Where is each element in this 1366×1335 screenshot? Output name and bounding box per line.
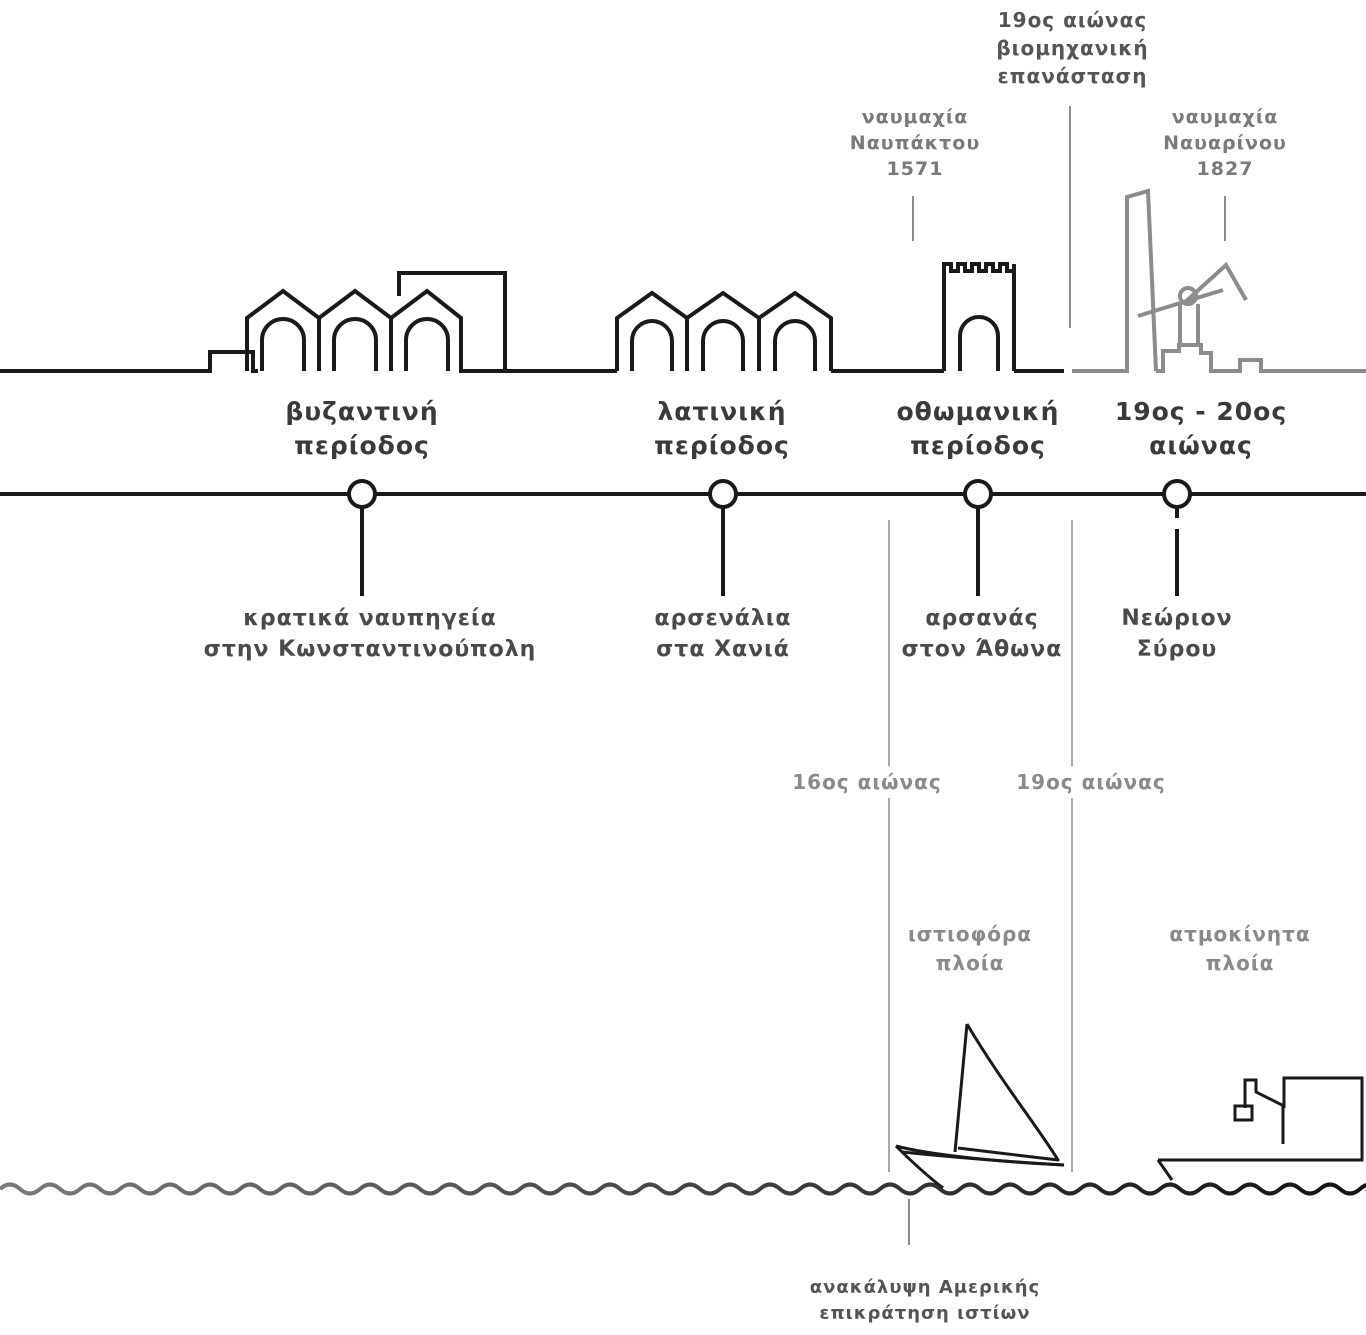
century-16-label: 16ος αιώνας	[792, 770, 942, 794]
timeline-node-ottoman	[963, 479, 993, 509]
period-label-latin: λατινική περίοδος	[612, 395, 832, 463]
place-athos-line-2: στον Άθωνα	[901, 637, 1063, 662]
naupaktos-battle-label: ναυμαχία Ναυπάκτου 1571	[840, 104, 990, 182]
naupaktos-line-1: ναυμαχία	[861, 106, 969, 128]
period-label-19th-20th: 19ος - 20ος αιώνας	[1096, 395, 1306, 463]
steam-line-1: ατμοκίνητα	[1169, 922, 1311, 946]
place-label-athos: αρσανάς στον Άθωνα	[890, 603, 1074, 665]
place-syros-line-1: Νεώριον	[1121, 606, 1233, 631]
century-19-label: 19ος αιώνας	[1016, 770, 1166, 794]
sailing-ship-icon	[894, 1023, 1065, 1190]
industrial-line-2: βιομηχανική	[996, 36, 1149, 60]
place-label-syros: Νεώριον Σύρου	[1097, 603, 1257, 665]
sailing-ships-label: ιστιοφόρα πλοία	[895, 920, 1045, 978]
ottoman-tower-icon	[942, 262, 1064, 373]
industrial-line-3: επανάσταση	[997, 64, 1148, 88]
navarino-line-2: Ναυαρίνου	[1163, 132, 1287, 154]
period-label-byzantine: βυζαντινή περίοδος	[252, 395, 472, 463]
main-timeline	[0, 479, 1366, 596]
place-chania-line-2: στα Χανιά	[656, 637, 790, 662]
period-ottoman-line-2: περίοδος	[910, 431, 1046, 460]
event-ticks	[912, 106, 1226, 328]
period-byzantine-line-1: βυζαντινή	[285, 397, 439, 426]
century-lines	[888, 520, 1073, 1172]
america-line-1: ανακάλυψη Αμερικής	[809, 1277, 1041, 1298]
place-label-constantinople: κρατικά ναυπηγεία στην Κωνσταντινούπολη	[200, 603, 540, 665]
industrial-line-1: 19ος αιώνας	[997, 8, 1148, 32]
period-19th-line-1: 19ος - 20ος	[1114, 397, 1288, 426]
naupaktos-line-2: Ναυπάκτου	[849, 132, 981, 154]
sea-waves-icon	[0, 1182, 1366, 1196]
period-ottoman-line-1: οθωμανική	[896, 397, 1060, 426]
steam-line-2: πλοία	[1205, 951, 1275, 975]
place-label-chania: αρσενάλια στα Χανιά	[623, 603, 823, 665]
america-discovery-label: ανακάλυψη Αμερικής επικράτηση ιστίων	[800, 1275, 1050, 1327]
timeline-node-19th-20th	[1162, 479, 1192, 509]
period-byzantine-line-2: περίοδος	[294, 431, 430, 460]
period-latin-line-1: λατινική	[657, 397, 787, 426]
industrial-factory-icon	[1072, 188, 1366, 373]
timeline-node-byzantine	[347, 479, 377, 509]
period-19th-line-2: αιώνας	[1149, 431, 1253, 460]
timeline-node-latin	[708, 479, 738, 509]
sailing-line-2: πλοία	[935, 951, 1005, 975]
place-athos-line-1: αρσανάς	[925, 606, 1039, 631]
venetian-arsenal-icon	[615, 290, 944, 373]
period-latin-line-2: περίοδος	[654, 431, 790, 460]
navarino-line-1: ναυμαχία	[1171, 106, 1279, 128]
industrial-revolution-label: 19ος αιώνας βιομηχανική επανάσταση	[970, 6, 1175, 90]
byzantine-shipyard-icon	[0, 271, 617, 373]
skyline	[0, 262, 1064, 373]
america-line-2: επικράτηση ιστίων	[819, 1303, 1031, 1324]
steam-ships-label: ατμοκίνητα πλοία	[1160, 920, 1320, 978]
place-constantinople-line-2: στην Κωνσταντινούπολη	[203, 637, 537, 662]
steam-ship-icon	[1156, 1076, 1364, 1181]
place-syros-line-2: Σύρου	[1136, 637, 1218, 662]
naupaktos-line-3: 1571	[886, 158, 944, 180]
place-chania-line-1: αρσενάλια	[654, 606, 792, 631]
sailing-line-1: ιστιοφόρα	[907, 922, 1033, 946]
place-constantinople-line-1: κρατικά ναυπηγεία	[243, 606, 497, 631]
navarino-battle-label: ναυμαχία Ναυαρίνου 1827	[1150, 104, 1300, 182]
navarino-line-3: 1827	[1196, 158, 1254, 180]
period-label-ottoman: οθωμανική περίοδος	[868, 395, 1088, 463]
